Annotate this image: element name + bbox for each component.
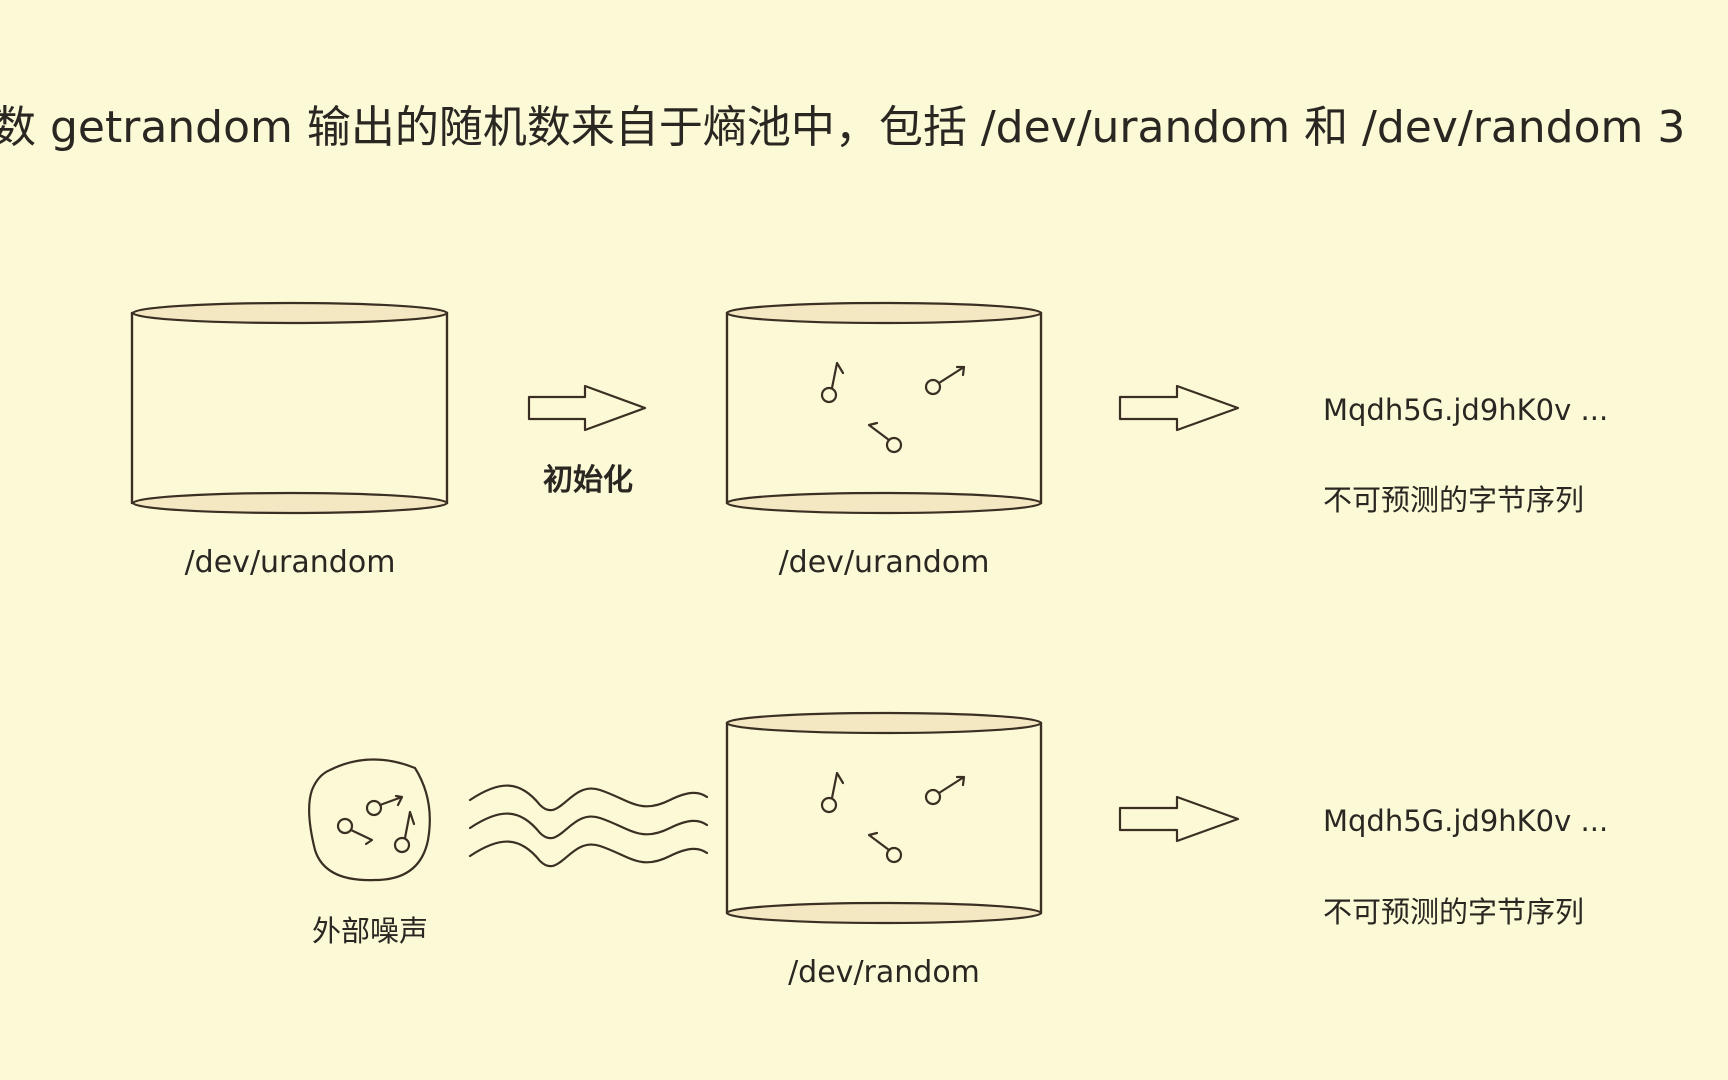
output-arrow-icon <box>1118 384 1240 432</box>
external-noise-blob <box>308 758 431 882</box>
urandom-empty-cylinder <box>130 301 449 515</box>
random-output-desc: 不可预测的字节序列 <box>1323 895 1584 929</box>
noise-waves-icon <box>468 784 709 868</box>
urandom-pool-cylinder <box>725 301 1043 515</box>
urandom-pool-label: /dev/urandom <box>779 545 990 580</box>
random-output-sample: Mqdh5G.jd9hK0v ... <box>1323 804 1608 838</box>
random-pool-label: /dev/random <box>788 955 980 990</box>
output-arrow-icon <box>1118 795 1240 843</box>
external-noise-label: 外部噪声 <box>312 914 428 948</box>
urandom-output-sample: Mqdh5G.jd9hK0v ... <box>1323 393 1608 427</box>
urandom-output-desc: 不可预测的字节序列 <box>1323 483 1584 517</box>
random-pool-cylinder <box>725 711 1043 925</box>
page-title: 数 getrandom 输出的随机数来自于熵池中，包括 /dev/urandom… <box>0 102 1685 153</box>
init-arrow-icon <box>527 384 647 432</box>
urandom-source-label: /dev/urandom <box>185 545 396 580</box>
init-label: 初始化 <box>543 463 633 498</box>
